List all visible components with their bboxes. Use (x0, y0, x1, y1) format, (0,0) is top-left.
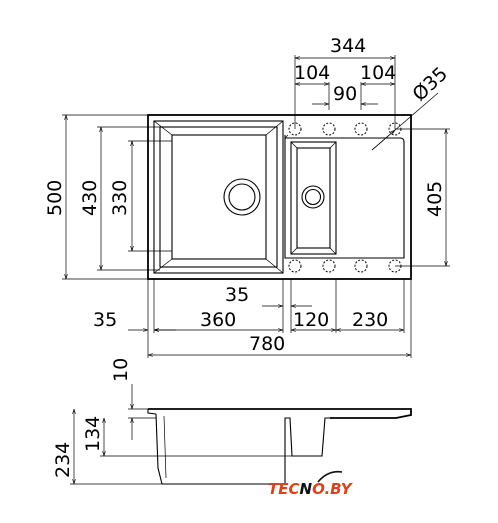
small-bowl (290, 141, 337, 255)
dims-left: 500 430 330 (44, 114, 172, 280)
dim-780: 780 (249, 333, 285, 355)
dim-134: 134 (82, 416, 104, 452)
dim-330: 330 (109, 180, 131, 216)
dim-10: 10 (110, 358, 132, 382)
sink-outline (147, 114, 412, 280)
dim-234: 234 (52, 442, 74, 478)
side-section-view (147, 408, 412, 485)
brand-logo: TECNO.BY (268, 470, 354, 498)
dim-104-right: 104 (360, 62, 396, 84)
drainer (284, 134, 405, 259)
dims-side: 10 134 234 (52, 358, 292, 485)
dim-405: 405 (424, 181, 446, 217)
dim-90: 90 (333, 83, 357, 105)
dim-120: 120 (293, 309, 329, 331)
dims-bottom: 35 35 360 120 230 780 (93, 279, 412, 358)
logo-mark: N (300, 480, 313, 498)
dim-500: 500 (44, 180, 66, 216)
dim-104-left: 104 (294, 62, 330, 84)
dim-430: 430 (79, 180, 101, 216)
top-view (147, 114, 412, 280)
dim-344: 344 (330, 35, 366, 57)
logo-prefix: TEC (268, 480, 300, 498)
main-bowl (153, 120, 284, 274)
dim-35-edge: 35 (93, 309, 117, 331)
logo-suffix: O.BY (312, 480, 354, 498)
svg-text:TECNO.BY: TECNO.BY (268, 480, 354, 498)
dim-35-gap: 35 (225, 284, 249, 306)
dims-right: 405 (395, 128, 450, 267)
logo-swoosh-icon (317, 470, 343, 483)
small-drain-icon (301, 185, 325, 209)
dim-hole-diameter: Ø35 (408, 63, 452, 106)
main-drain-icon (223, 178, 261, 216)
dim-360: 360 (200, 309, 236, 331)
dim-230: 230 (352, 309, 388, 331)
dims-top: 344 104 104 90 Ø35 (294, 35, 452, 151)
